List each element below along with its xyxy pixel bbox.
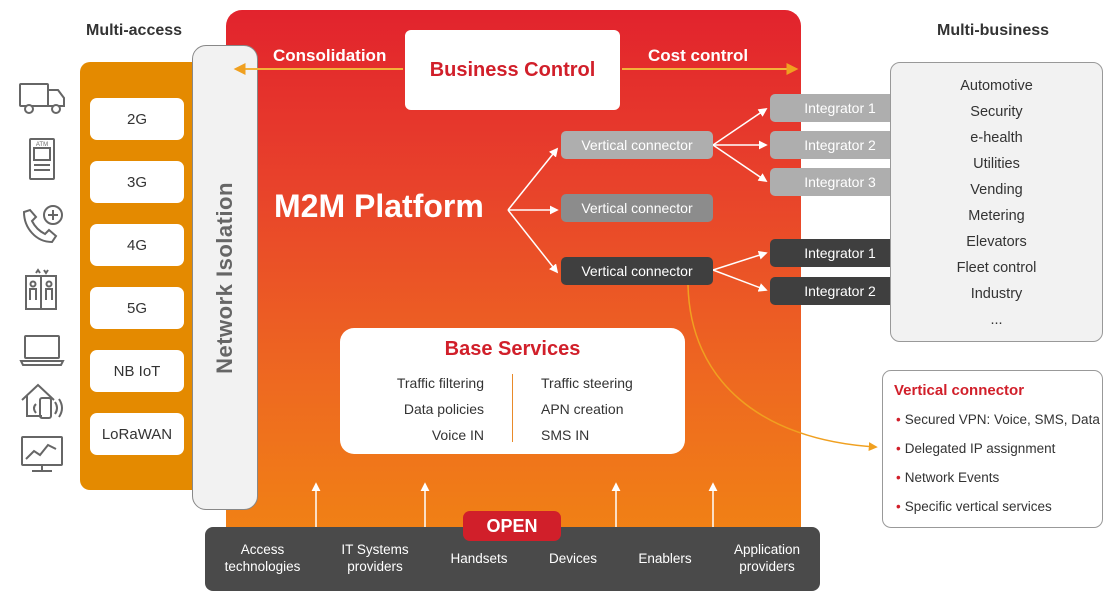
vertical-connector-upper: Vertical connector (561, 131, 713, 159)
network-isolation-bar (192, 45, 258, 510)
integrator-lower-2: Integrator 2 (770, 277, 910, 305)
atm-icon: ATM (29, 138, 55, 180)
service-apn-creation: APN creation (541, 401, 624, 417)
vertical-fleet-control: Fleet control (956, 260, 1037, 276)
phone-medical-icon (22, 205, 63, 244)
service-sms-in: SMS IN (541, 427, 590, 443)
network-3g: 3G (90, 161, 184, 203)
open-handsets: Handsets (450, 551, 508, 566)
open-badge: OPEN (463, 511, 561, 541)
network-nb-iot: NB IoT (90, 350, 184, 392)
vertical-automotive: Automotive (960, 78, 1033, 94)
chart-monitor-icon (21, 436, 63, 472)
vertical-connector-middle: Vertical connector (561, 194, 713, 222)
cost-control-label: Cost control (648, 46, 749, 65)
laptop-icon (19, 335, 65, 366)
business-verticals-panel (890, 62, 1103, 342)
integrator-upper-3: Integrator 3 (770, 168, 910, 196)
vertical-elevators: Elevators (966, 234, 1027, 250)
vertical-connector-card (882, 370, 1103, 528)
vertical-vending: Vending (970, 182, 1023, 198)
svg-text:ATM: ATM (36, 142, 48, 148)
vertical-utilities: Utilities (973, 156, 1020, 172)
open-enablers: Enablers (638, 551, 692, 566)
integrator-upper-1: Integrator 1 (770, 94, 910, 122)
elevator-icon (25, 268, 57, 310)
vertical-metering: Metering (968, 208, 1025, 224)
service-traffic-steering: Traffic steering (541, 375, 633, 391)
base-services-divider (512, 374, 513, 442)
network-lorawan: LoRaWAN (90, 413, 184, 455)
smart-home-icon (21, 383, 63, 419)
platform-title: M2M Platform (274, 188, 484, 224)
open-devices: Devices (548, 551, 597, 566)
service-traffic-filtering: Traffic filtering (396, 375, 484, 391)
truck-icon (19, 83, 65, 114)
vc-bullet-specific-services: •Specific vertical services (896, 499, 1052, 514)
vc-bullet-secured-vpn: •Secured VPN: Voice, SMS, Data (896, 412, 1100, 427)
integrator-lower-1: Integrator 1 (770, 239, 910, 267)
consolidation-label: Consolidation (273, 46, 387, 65)
business-control-box: Business Control (405, 30, 620, 110)
vertical-security: Security (970, 104, 1023, 120)
vertical-industry: Industry (970, 286, 1023, 302)
network-5g: 5G (90, 287, 184, 329)
base-services-title: Base Services (444, 338, 581, 360)
integrator-upper-2: Integrator 2 (770, 131, 910, 159)
vc-bullet-ip-assignment: •Delegated IP assignment (896, 441, 1056, 456)
vc-bullet-network-events: •Network Events (896, 470, 1000, 485)
vertical-connector-card-title: Vertical connector (894, 382, 1025, 399)
multi-business-heading: Multi-business (937, 22, 1050, 39)
vertical-connector-lower: Vertical connector (561, 257, 713, 285)
vertical-more: ... (990, 312, 1003, 328)
network-4g: 4G (90, 224, 184, 266)
vertical-e-health: e-health (970, 130, 1023, 146)
multi-access-heading: Multi-access (86, 22, 183, 39)
service-data-policies: Data policies (403, 401, 484, 417)
network-2g: 2G (90, 98, 184, 140)
service-voice-in: Voice IN (431, 427, 484, 443)
